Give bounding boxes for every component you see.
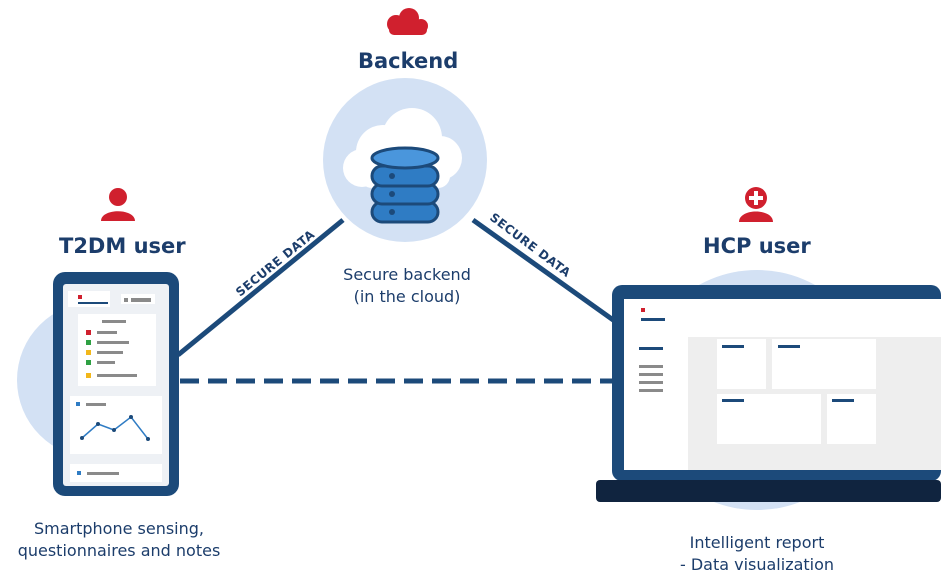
patient-title: T2DM user: [59, 234, 186, 258]
backend-caption-line1: Secure backend: [343, 265, 471, 284]
backend-title: Backend: [358, 49, 459, 73]
left-link-label: SECURE DATA: [233, 227, 318, 299]
clinician-caption-line1: Intelligent report: [689, 533, 825, 552]
backend-caption-line2: (in the cloud): [353, 287, 461, 306]
backend-caption: Secure backend (in the cloud): [325, 264, 489, 308]
database-icon: [370, 146, 440, 224]
cloud-icon: [387, 8, 428, 35]
clinician-caption-line2: - Data visualization: [679, 555, 835, 574]
right-link-label: SECURE DATA: [487, 210, 573, 280]
user-icon: [101, 188, 135, 221]
laptop: [596, 285, 941, 502]
clinician-title: HCP user: [703, 234, 811, 258]
patient-caption: Smartphone sensing, questionnaires and n…: [4, 518, 234, 562]
clinician-caption: Intelligent report - Data visualization: [664, 532, 850, 576]
patient-caption-line2: questionnaires and notes: [17, 541, 221, 560]
smartphone: [53, 272, 179, 496]
medical-user-icon: [739, 187, 773, 222]
link-phone-backend: [176, 218, 345, 357]
patient-caption-line1: Smartphone sensing,: [33, 519, 205, 538]
link-backend-laptop: [471, 217, 618, 325]
